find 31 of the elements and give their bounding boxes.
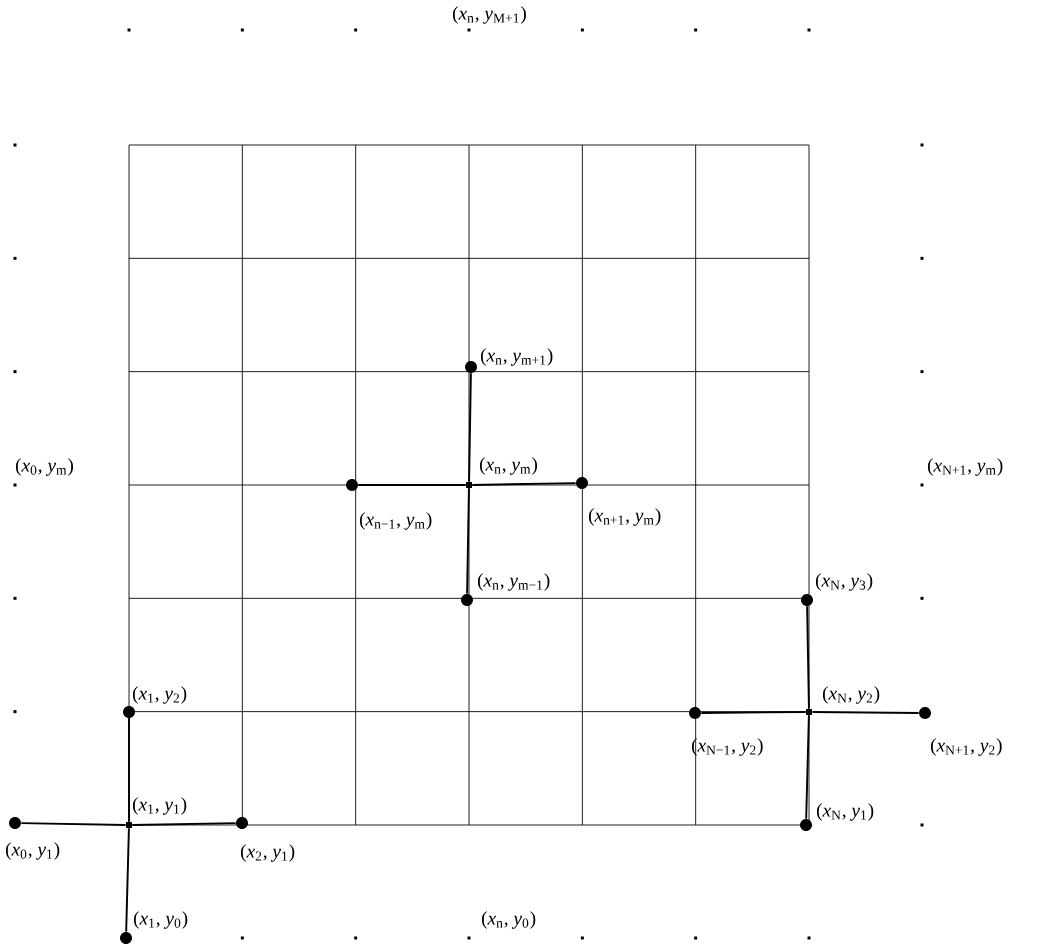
point-label: (x$_{1}$, y$_{0}$) [133,911,188,929]
stencil-line [128,717,130,823]
stencil-line [468,372,472,483]
stencil-line [471,482,577,486]
point-label: (x$_{N+1}$, y$_{2}$) [930,738,1002,756]
point-label: (x$_{N+1}$, y$_{m}$) [927,458,1003,476]
stencil-line [805,714,810,820]
point-label: (x$_{2}$, y$_{1}$) [240,844,295,862]
point-label: (x$_{N}$, y$_{3}$) [815,573,873,591]
point-label: (x$_{n}$, y$_{0}$) [481,911,536,929]
stencil-line [466,487,470,595]
point-label: (x$_{N−1}$, y$_{2}$) [691,738,763,756]
stencil-line [125,827,130,933]
point-label: (x$_{n}$, y$_{m}$) [479,457,538,475]
point-label: (x$_{n+1}$, y$_{m}$) [588,508,661,526]
point-label: (x$_{n}$, y$_{M+1}$) [452,6,526,24]
stencil-line [357,484,467,486]
point-label: (x$_{N}$, y$_{1}$) [816,803,874,821]
stencil-line [806,605,810,710]
point-label: (x$_{n}$, y$_{m+1}$) [480,348,553,366]
stencil-line [131,822,237,826]
point-label: (x$_{n−1}$, y$_{m}$) [359,512,432,530]
point-label: (x$_{n}$, y$_{m−1}$) [477,573,550,591]
stencil-line [700,711,807,714]
point-label: (x$_{0}$, y$_{m}$) [15,458,74,476]
point-label: (x$_{0}$, y$_{1}$) [5,842,60,860]
point-label: (x$_{N}$, y$_{2}$) [822,686,880,704]
stencil-line [811,711,920,714]
stencil-line [20,822,127,826]
point-label: (x$_{1}$, y$_{1}$) [132,797,187,815]
point-label: (x$_{1}$, y$_{2}$) [132,686,187,704]
